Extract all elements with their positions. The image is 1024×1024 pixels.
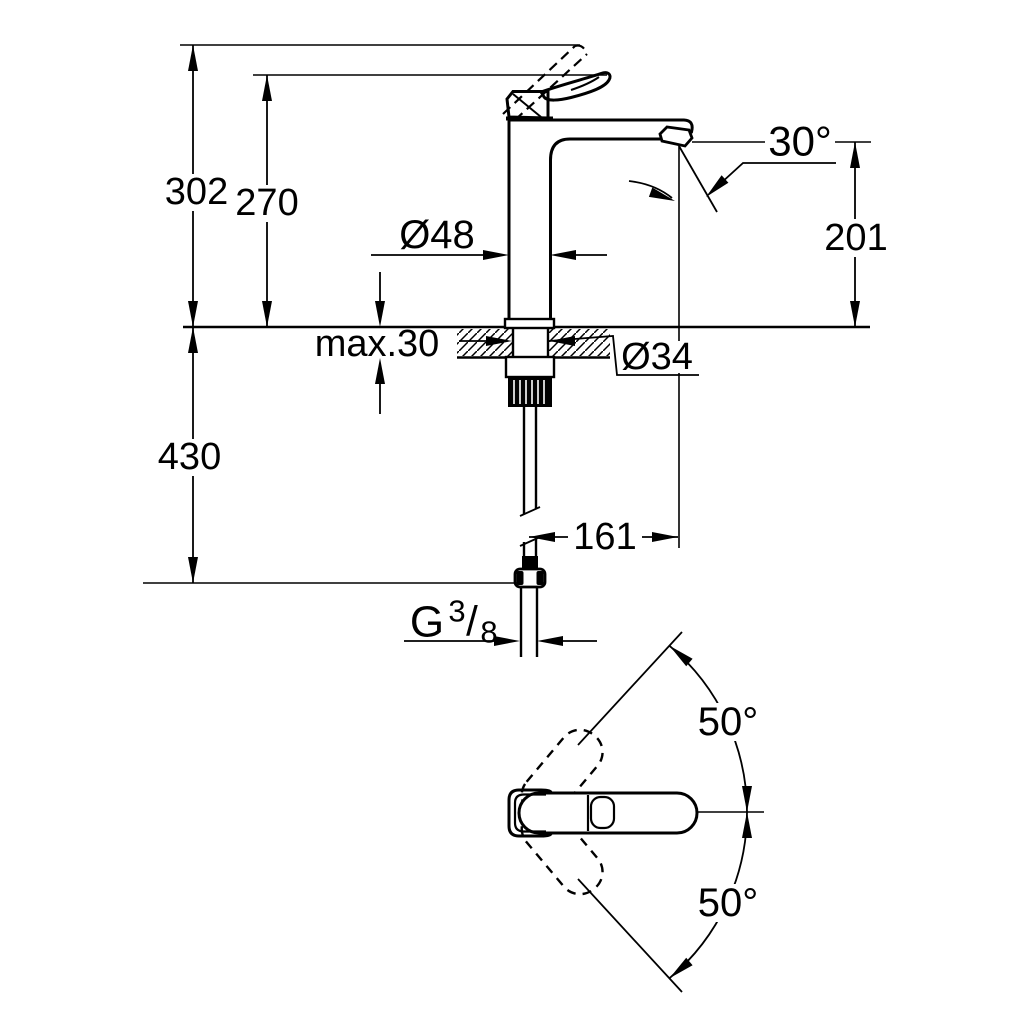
arrow-430-down xyxy=(188,557,198,583)
handle-lever-top xyxy=(517,791,699,835)
leader-30deg xyxy=(708,162,836,195)
thread-denominator-label: 8 xyxy=(480,615,497,650)
arrow-d48-right xyxy=(483,250,509,260)
handle-base-facet-line xyxy=(512,93,542,118)
hose-ferrule xyxy=(522,556,538,569)
dimension-labels: 302 270 430 201 161 Ø48 max.30 Ø34 30° xyxy=(158,118,888,559)
handle-cap-outer xyxy=(507,788,553,838)
handle-raised-dashed xyxy=(502,44,588,121)
arrow-arc-upper-center xyxy=(742,786,752,812)
dim-302-label: 302 xyxy=(165,171,228,213)
arrow-arc-upper-end xyxy=(669,645,693,667)
faucet-body xyxy=(503,118,694,330)
thread-g-label: G xyxy=(410,598,444,647)
arrow-201-down xyxy=(850,301,860,327)
dim-leader-diameter34 xyxy=(548,335,699,376)
faucet-body-outline xyxy=(507,118,694,322)
dim-d34-label: Ø34 xyxy=(621,336,693,378)
arrow-302-up xyxy=(188,45,198,71)
arrow-270-up xyxy=(262,75,272,101)
arrowheads xyxy=(188,45,860,646)
raised-handle-tip xyxy=(574,44,588,54)
dim-max30-label: max.30 xyxy=(315,323,440,365)
label-mask-50-lower xyxy=(698,884,760,922)
arrow-arc-lower-end xyxy=(669,957,693,979)
handle-lever xyxy=(538,71,612,102)
mounting-nut-knurling xyxy=(513,380,545,404)
top-view: 50° 50° xyxy=(507,631,764,993)
dim-161-label: 161 xyxy=(573,516,636,558)
label-masks xyxy=(159,122,888,555)
arrow-270-down xyxy=(262,301,272,327)
dim-201-label: 201 xyxy=(824,217,887,259)
side-view: 302 270 430 201 161 Ø48 max.30 Ø34 30° G… xyxy=(143,44,888,657)
arrow-max30-down xyxy=(375,301,385,327)
handle-top-view xyxy=(507,788,699,838)
arrow-arc-lower-center xyxy=(742,812,752,838)
arrow-161-right xyxy=(652,532,678,542)
arrow-d48-left xyxy=(550,250,576,260)
dim-50deg-upper-label: 50° xyxy=(698,700,759,744)
dim-430-label: 430 xyxy=(158,436,221,478)
arrow-g38-left xyxy=(537,636,563,646)
arrow-max30-up xyxy=(375,358,385,384)
thread-numerator-label: 3 xyxy=(448,594,465,629)
thread-slash-label: / xyxy=(466,598,478,645)
raised-handle-edge-2 xyxy=(514,53,588,121)
arrow-d34-right xyxy=(486,336,512,346)
connection-nut-right-face xyxy=(536,571,544,585)
under-deck-assembly xyxy=(504,355,556,657)
handle-lever-inner-line xyxy=(570,76,600,91)
arrow-stream-arc xyxy=(648,187,675,201)
arrow-201-up xyxy=(850,142,860,168)
base-ring xyxy=(503,317,556,330)
arrow-d34-left xyxy=(549,336,575,346)
raised-handle-edge-1 xyxy=(502,45,576,115)
handle-base xyxy=(505,90,550,120)
mounting-washer xyxy=(504,355,556,379)
hose-break-upper xyxy=(519,506,541,517)
hose-upper xyxy=(522,407,538,514)
supply-hose xyxy=(519,407,541,556)
dim-d48-label: Ø48 xyxy=(399,213,475,257)
aerator-outlet xyxy=(658,125,694,148)
shank-hole-edges xyxy=(511,328,550,357)
dim-270-label: 270 xyxy=(235,182,298,224)
stream-arc-indicator xyxy=(628,180,673,199)
label-mask-50-upper xyxy=(698,703,760,741)
connection-nut-left-face xyxy=(516,571,524,585)
arrow-161-left xyxy=(529,532,555,542)
arrow-302-down xyxy=(188,301,198,327)
spout-stream-angle-line xyxy=(678,145,718,213)
arrow-30deg-leader xyxy=(706,175,729,197)
handle-cap-inner xyxy=(513,793,546,833)
hose-break-lower xyxy=(519,536,541,547)
extension-lines xyxy=(143,44,871,584)
dim-30deg-label: 30° xyxy=(768,118,832,165)
swivel-limit-line-lower xyxy=(577,878,683,993)
dim-50deg-lower-label: 50° xyxy=(698,881,759,925)
thread-size-label: G 3 / 8 xyxy=(410,594,498,650)
connection-pipe xyxy=(519,587,539,657)
arrow-430-up xyxy=(188,327,198,353)
faucet-handle-side xyxy=(502,44,612,121)
deck-section xyxy=(457,328,610,359)
handle-neck-detail xyxy=(589,795,616,830)
swivel-limit-line-upper xyxy=(577,631,683,746)
arrow-g38-right xyxy=(494,636,520,646)
